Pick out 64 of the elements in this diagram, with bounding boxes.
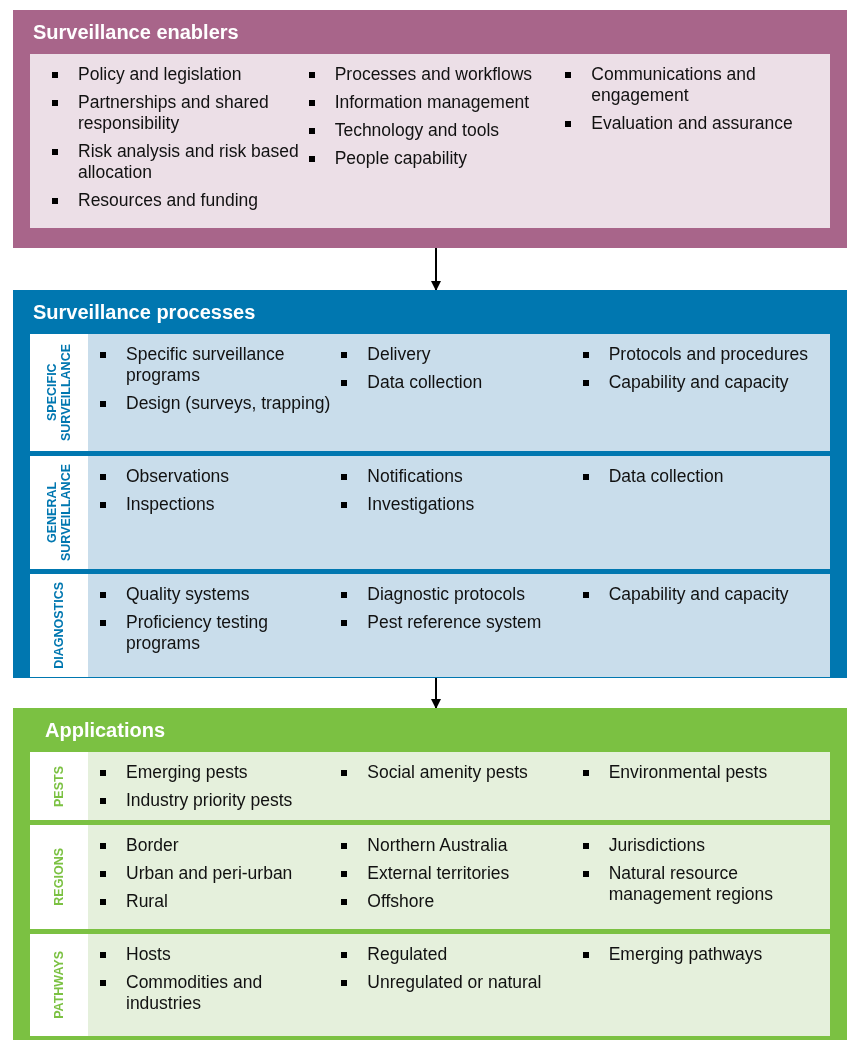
list-item: Observations	[126, 466, 230, 487]
section-panel	[13, 10, 847, 248]
list-item: External territories	[367, 863, 510, 884]
side-label: PATHWAYS	[52, 951, 66, 1019]
list-item: Northern Australia	[367, 835, 508, 856]
category-panel	[30, 934, 830, 1036]
category-panel	[30, 752, 830, 820]
list-item: Proficiency testing programs	[126, 612, 269, 654]
list-item: Urban and peri-urban	[126, 863, 293, 884]
list-item: Specific surveillance programs	[126, 344, 286, 386]
list-item: Emerging pests	[126, 762, 248, 783]
list-item: Pest reference system	[367, 612, 542, 633]
list-item: Partnerships and shared responsibility	[78, 92, 270, 134]
side-label: PESTS	[52, 765, 66, 807]
list-item: Natural resource management regions	[608, 863, 775, 905]
category-panel	[30, 456, 830, 569]
list-item: Emerging pathways	[608, 944, 763, 965]
category-panel	[30, 334, 830, 451]
list-item: Social amenity pests	[367, 762, 528, 783]
list-item: Rural	[126, 891, 168, 912]
list-item: People capability	[334, 148, 467, 169]
list-item: Technology and tools	[334, 120, 500, 141]
section-heading: Applications	[45, 718, 165, 743]
category-panel	[30, 54, 830, 228]
list-item: Jurisdictions	[608, 835, 705, 856]
list-item: Protocols and procedures	[608, 344, 809, 365]
list-item: Data collection	[608, 466, 724, 487]
list-item: Industry priority pests	[126, 790, 293, 811]
list-item: Communications and engagement	[591, 64, 757, 106]
side-label: DIAGNOSTICS	[52, 582, 66, 669]
side-label: SPECIFIC SURVEILLANCE	[45, 343, 73, 443]
section-panel	[13, 708, 847, 1040]
list-item: Policy and legislation	[78, 64, 242, 85]
side-label: GENERAL SURVEILLANCE	[45, 463, 73, 563]
list-item: Information management	[334, 92, 530, 113]
list-item: Resources and funding	[78, 190, 258, 211]
list-item: Border	[126, 835, 179, 856]
list-item: Processes and workflows	[334, 64, 533, 85]
list-item: Data collection	[367, 372, 483, 393]
category-panel	[30, 574, 830, 677]
arrow	[431, 677, 441, 709]
list-item: Evaluation and assurance	[591, 113, 793, 134]
list-item: Regulated	[367, 944, 448, 965]
list-item: Risk analysis and risk based allocation	[78, 141, 300, 183]
list-item: Environmental pests	[608, 762, 768, 783]
section-heading: Surveillance processes	[33, 300, 256, 325]
list-item: Quality systems	[126, 584, 250, 605]
section-heading: Surveillance enablers	[33, 20, 239, 45]
list-item: Diagnostic protocols	[367, 584, 525, 605]
list-item: Offshore	[367, 891, 435, 912]
arrow	[431, 247, 441, 291]
list-item: Commodities and industries	[126, 972, 264, 1014]
list-item: Capability and capacity	[608, 372, 789, 393]
list-item: Hosts	[126, 944, 171, 965]
list-item: Delivery	[367, 344, 431, 365]
list-item: Capability and capacity	[608, 584, 789, 605]
list-item: Unregulated or natural	[367, 972, 542, 993]
list-item: Notifications	[367, 466, 463, 487]
side-label: REGIONS	[52, 848, 66, 906]
category-panel	[30, 825, 830, 929]
list-item: Investigations	[367, 494, 475, 515]
section-panel	[13, 290, 847, 678]
list-item: Inspections	[126, 494, 215, 515]
list-item: Design (surveys, trapping)	[126, 393, 331, 414]
